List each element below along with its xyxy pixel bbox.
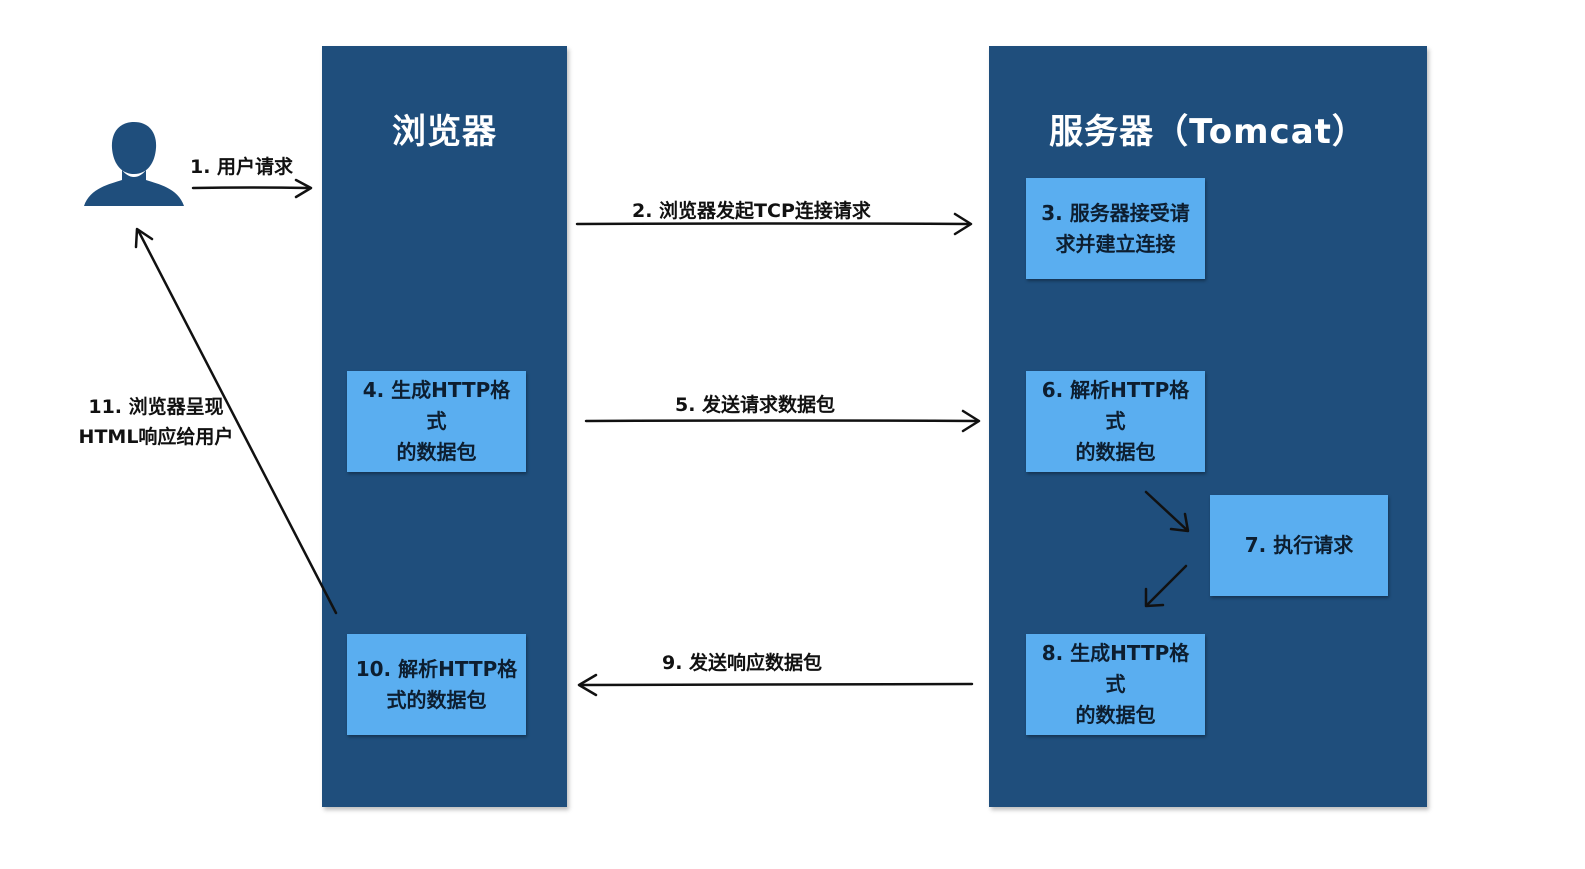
step-6-line-2: 的数据包	[1075, 440, 1156, 464]
user-icon	[80, 118, 190, 213]
arrow-2-label: 2. 浏览器发起TCP连接请求	[632, 200, 871, 222]
step-7-line-1: 7. 执行请求	[1244, 533, 1354, 557]
arrow-11-line-2: HTML响应给用户	[78, 426, 234, 448]
arrow-5-label: 5. 发送请求数据包	[675, 394, 836, 416]
step-3-box: 3. 服务器接受请 求并建立连接	[1026, 178, 1205, 279]
step-10-line-1: 10. 解析HTTP格	[355, 656, 518, 681]
step-8-box: 8. 生成HTTP格式 的数据包	[1026, 634, 1205, 735]
step-3-line-2: 求并建立连接	[1055, 231, 1176, 256]
step-6-box: 6. 解析HTTP格式 的数据包	[1026, 371, 1205, 472]
step-8-line-2: 的数据包	[1075, 703, 1156, 727]
step-10-line-2: 式的数据包	[386, 687, 487, 712]
arrow-11-label: 11. 浏览器呈现 HTML响应给用户	[66, 392, 246, 452]
step-7-box: 7. 执行请求	[1210, 495, 1388, 596]
server-title: 服务器（Tomcat）	[1049, 112, 1367, 152]
arrow-1-label: 1. 用户请求	[190, 156, 294, 178]
step-6-line-1: 6. 解析HTTP格式	[1041, 378, 1190, 433]
browser-title: 浏览器	[392, 112, 497, 152]
step-4-box: 4. 生成HTTP格式 的数据包	[347, 371, 526, 472]
arrow-1-user-request	[191, 178, 313, 199]
arrow-9-send-response	[577, 673, 974, 697]
step-8-line-1: 8. 生成HTTP格式	[1041, 641, 1190, 696]
step-4-line-2: 的数据包	[396, 440, 477, 464]
arrow-11-line-1: 11. 浏览器呈现	[88, 396, 224, 418]
step-4-line-1: 4. 生成HTTP格式	[362, 378, 511, 433]
step-10-box: 10. 解析HTTP格 式的数据包	[347, 634, 526, 735]
arrow-9-label: 9. 发送响应数据包	[662, 652, 823, 674]
step-3-line-1: 3. 服务器接受请	[1041, 200, 1190, 225]
